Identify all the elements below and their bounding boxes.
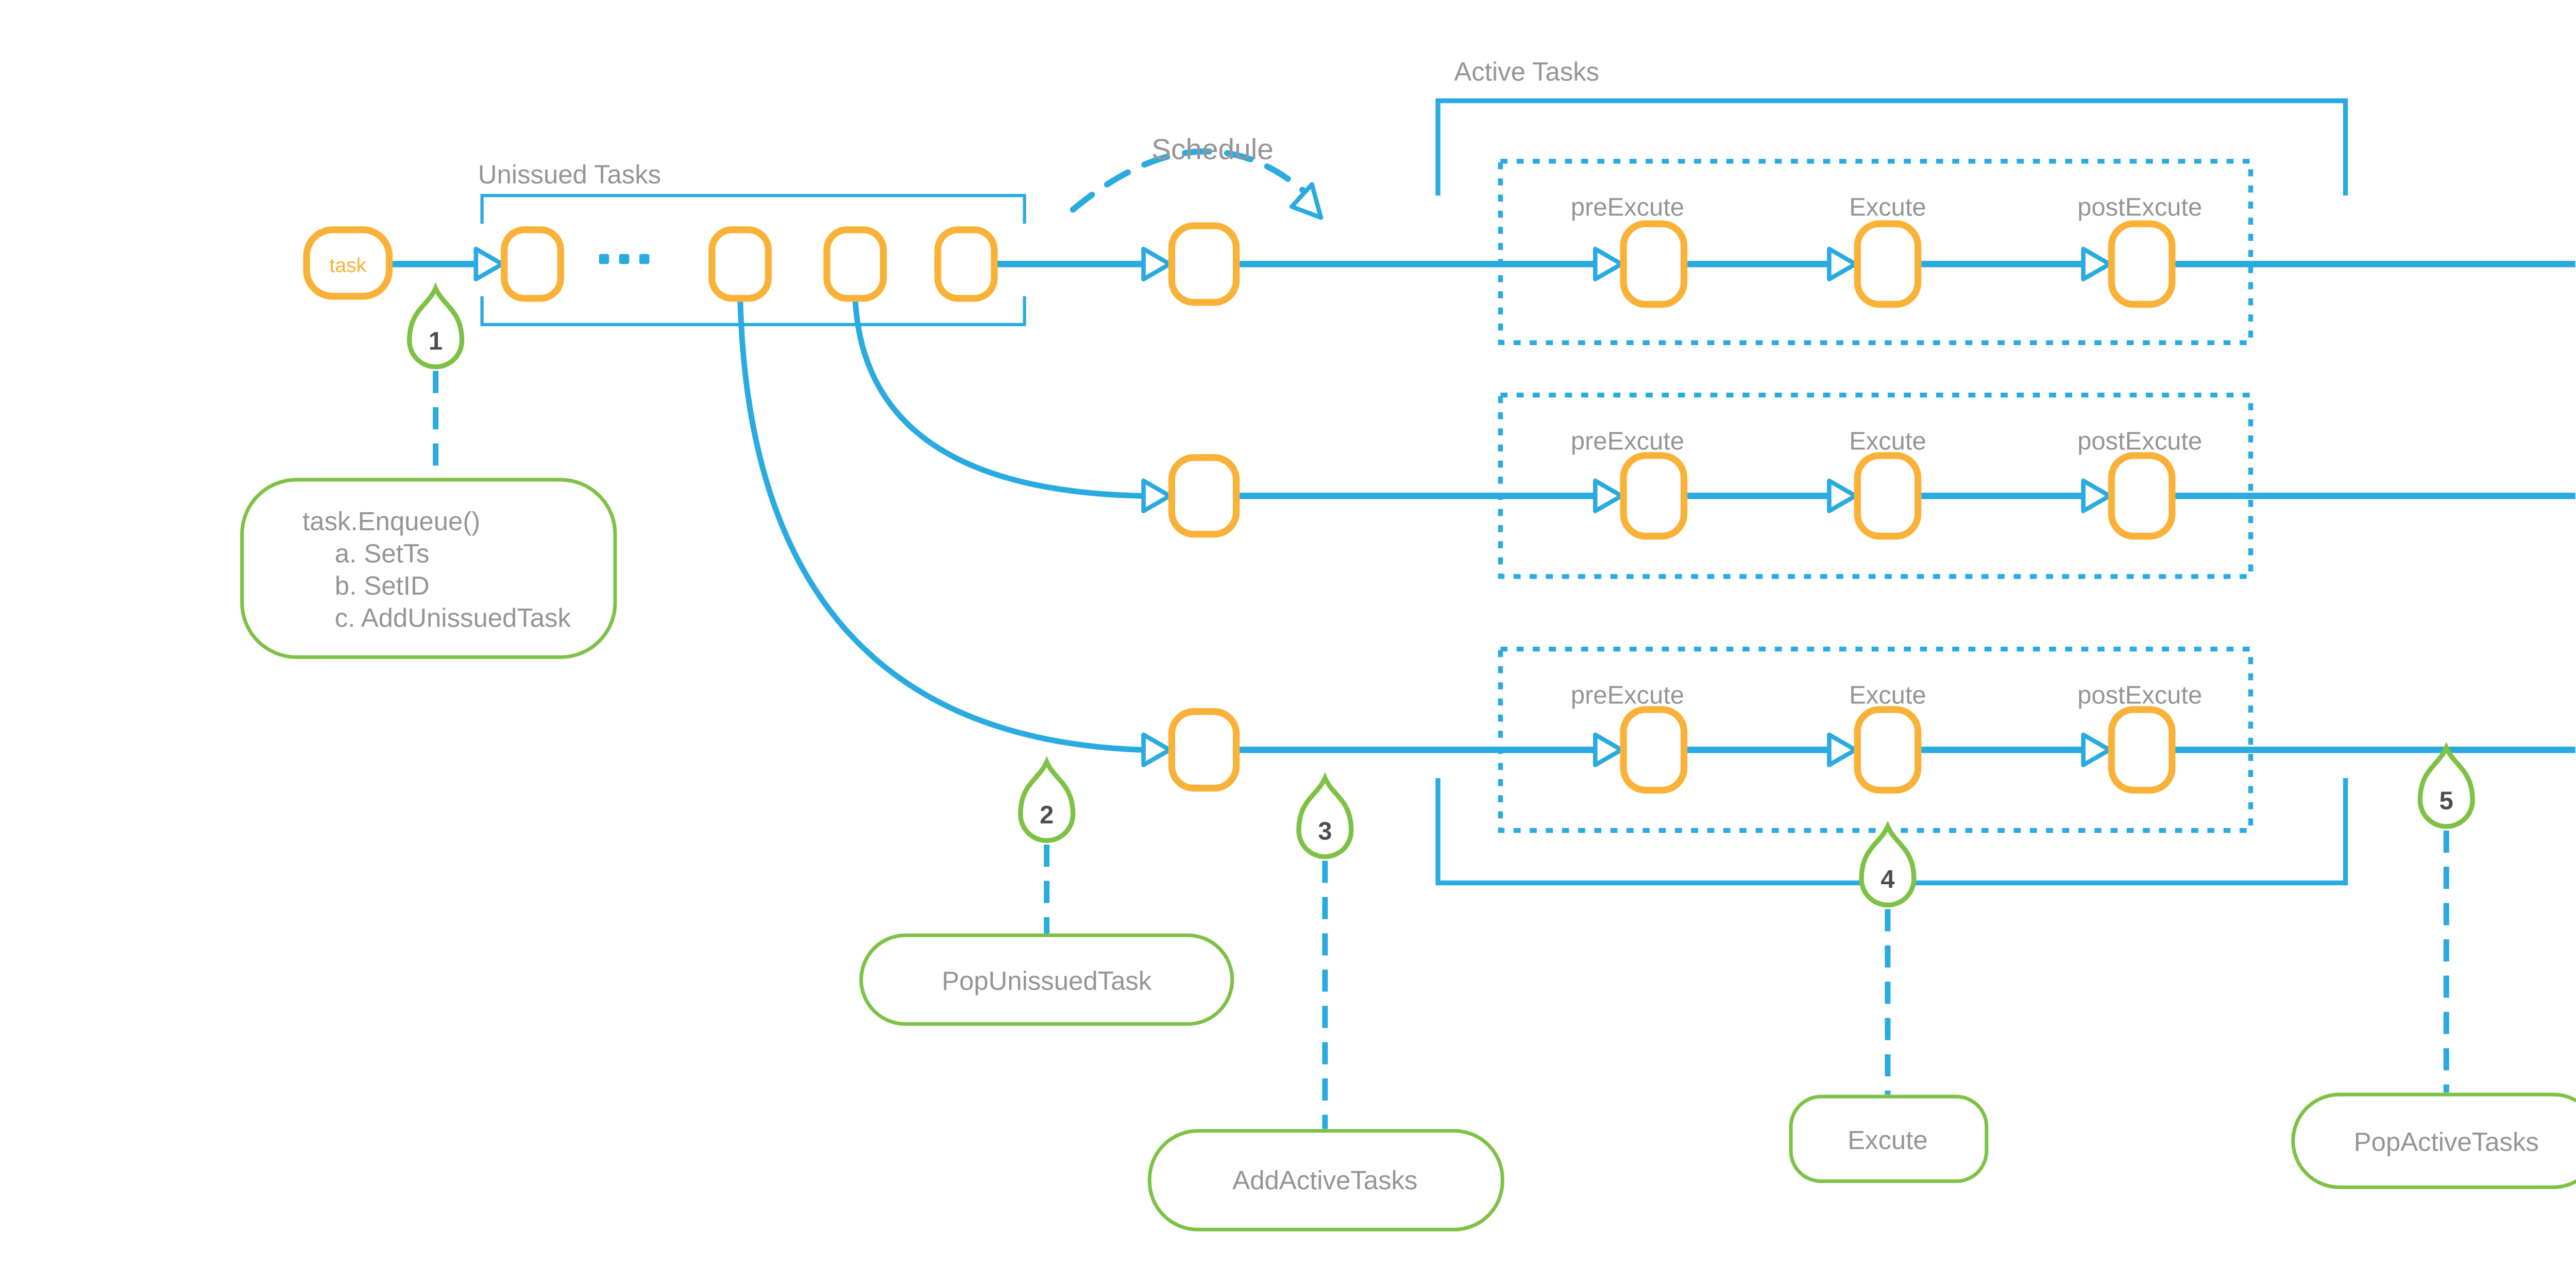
excute-node-row3 [1854, 706, 1922, 794]
active-tasks-label: Active Tasks [1454, 57, 1599, 86]
note-box-excute [1789, 1094, 1989, 1183]
marker5-pin [2417, 741, 2475, 829]
pre-excute-node-row2 [1620, 452, 1688, 540]
note-excute-label: Excute [1848, 1125, 1928, 1155]
marker2-number: 2 [1040, 801, 1054, 829]
post-excute-node-row3 [2108, 706, 2176, 794]
marker5-number: 5 [2439, 787, 2453, 815]
arrowhead-into-exec1 [1827, 246, 1858, 282]
schedule-label: Schedule [1151, 133, 1274, 166]
marker4-pin [1859, 820, 1917, 908]
stage-label-post-row1: postExcute [2077, 194, 2202, 222]
ellipsis-dot [599, 254, 609, 264]
marker1-number: 1 [429, 328, 443, 356]
arrowhead-into-post2 [2081, 478, 2112, 513]
note-enqueue-item-a: a. SetTs [335, 538, 430, 568]
schedule-arc-arrowhead [1289, 182, 1324, 220]
queue-node-4 [934, 226, 998, 302]
note-box-pop-unissued-task [859, 933, 1234, 1026]
stage-label-post-row2: postExcute [2077, 427, 2202, 455]
marker1-pin [406, 282, 465, 369]
stage-label-exec-row1: Excute [1849, 194, 1926, 222]
stage-label-pre-row2: preExcute [1571, 427, 1684, 455]
post-excute-node-row2 [2108, 452, 2176, 540]
arrowhead-into-pre3 [1593, 732, 1624, 767]
note-enqueue-title: task.Enqueue() [302, 507, 480, 536]
stage-label-pre-row1: preExcute [1571, 194, 1684, 222]
stage-label-pre-row3: preExcute [1571, 681, 1684, 709]
queue-node-3 [823, 226, 887, 302]
note-box-pop-active-tasks [2291, 1092, 2576, 1189]
arrowhead-into-schedule2 [1141, 478, 1172, 513]
pipeline-box-row2 [1498, 393, 2253, 579]
ellipsis-dot [639, 254, 650, 264]
arrowhead-into-post3 [2081, 732, 2112, 767]
marker3-pin [1296, 772, 1354, 859]
unissued-tasks-bracket-top [480, 194, 1026, 224]
queue-node-2 [708, 226, 772, 302]
stage-label-exec-row2: Excute [1849, 427, 1926, 455]
schedule-node-row1 [1168, 222, 1240, 306]
stage-label-exec-row3: Excute [1849, 681, 1926, 709]
schedule-dashed-arc [1070, 148, 1312, 213]
note-pop-active-tasks-label: PopActiveTasks [2354, 1127, 2539, 1157]
connector-queue-to-schedule3 [737, 296, 1142, 753]
stage-label-post-row3: postExcute [2077, 681, 2202, 709]
marker2-pin [1018, 756, 1076, 843]
arrowhead-into-pre2 [1593, 478, 1624, 513]
pre-excute-node-row3 [1620, 706, 1688, 794]
excute-node-row1 [1854, 220, 1922, 308]
note-box-add-active-tasks [1147, 1129, 1504, 1232]
arrowhead-into-schedule1 [1141, 246, 1172, 282]
unissued-tasks-label: Unissued Tasks [478, 160, 661, 189]
note-enqueue-item-b: b. SetID [335, 571, 430, 600]
ellipsis-dot [619, 254, 630, 264]
schedule-node-row3 [1168, 708, 1240, 792]
note-add-active-tasks-label: AddActiveTasks [1232, 1166, 1417, 1195]
arrowhead-into-pre1 [1593, 246, 1624, 282]
excute-node-row2 [1854, 452, 1922, 540]
arrowhead-into-post1 [2081, 246, 2112, 282]
pipeline-box-row1 [1498, 159, 2253, 345]
arrowhead-into-queue [473, 246, 505, 282]
task-node [303, 226, 393, 300]
schedule-node-row2 [1168, 454, 1240, 538]
pre-excute-node-row1 [1620, 220, 1688, 308]
marker4-number: 4 [1880, 866, 1894, 893]
queue-node-1 [500, 226, 564, 302]
note-enqueue-item-c: c. AddUnissuedTask [335, 603, 571, 633]
post-excute-node-row1 [2108, 220, 2176, 308]
task-node-label: task [329, 255, 366, 277]
arrowhead-into-schedule3 [1141, 732, 1172, 767]
note-box-enqueue [240, 478, 617, 659]
pipeline-box-row3 [1498, 646, 2253, 833]
note-pop-unissued-task-label: PopUnissuedTask [942, 966, 1152, 996]
arrowhead-into-exec2 [1827, 478, 1858, 513]
connector-queue-to-schedule2 [852, 296, 1142, 499]
active-tasks-bracket-top [1435, 98, 2348, 196]
marker3-number: 3 [1318, 817, 1332, 845]
unissued-tasks-bracket-bottom [480, 296, 1026, 326]
arrowhead-into-exec3 [1827, 732, 1858, 767]
